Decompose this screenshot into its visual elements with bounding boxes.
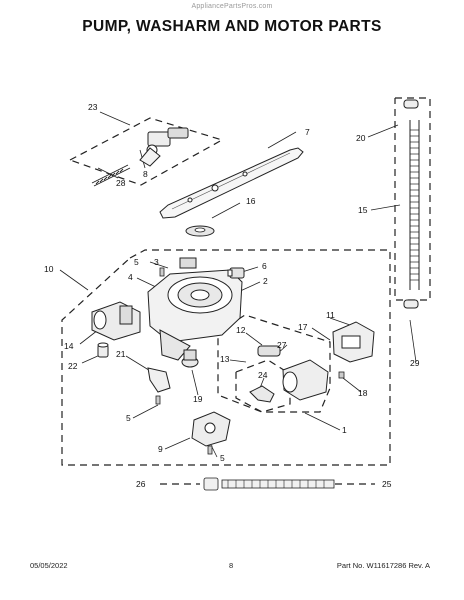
callout-9: 9 (158, 444, 163, 454)
callout-17: 17 (298, 322, 308, 332)
callout-26: 26 (136, 479, 146, 489)
callout-21: 21 (116, 349, 126, 359)
callout-3: 3 (154, 257, 159, 267)
callout-27: 27 (277, 340, 287, 350)
screw (338, 371, 345, 379)
callout-7: 7 (305, 127, 310, 137)
diverter-rod (91, 164, 131, 187)
pump-seal-27 (257, 345, 281, 357)
callout-5c: 5 (220, 453, 225, 463)
callout-18: 18 (358, 388, 368, 398)
callout-16: 16 (246, 196, 256, 206)
callout-4: 4 (128, 272, 133, 282)
callout-5a: 5 (134, 257, 139, 267)
source-watermark: AppliancePartsPros.com (191, 3, 273, 10)
footer-date: 05/05/2022 (30, 561, 68, 570)
callout-13: 13 (220, 354, 230, 364)
hose-outline (394, 97, 431, 301)
callout-15: 15 (358, 205, 368, 215)
elbow-24 (249, 385, 275, 403)
callout-23: 23 (88, 102, 98, 112)
callout-14: 14 (64, 341, 74, 351)
callout-10: 10 (44, 264, 54, 274)
group-1-outline (217, 314, 331, 413)
callout-19: 19 (193, 394, 203, 404)
footer-page-number: 8 (229, 561, 234, 570)
part-25-strip (221, 479, 335, 489)
callout-1: 1 (342, 425, 347, 435)
callout-28: 28 (116, 178, 126, 188)
group-23-outline (69, 117, 224, 186)
callout-6: 6 (262, 261, 267, 271)
wash-arm (159, 147, 304, 219)
hose-clamp-bottom (403, 299, 419, 309)
footer-part-number: Part No. W11617286 Rev. A (336, 561, 430, 570)
callout-2: 2 (263, 276, 268, 286)
callout-20: 20 (356, 133, 366, 143)
callout-29: 29 (410, 358, 420, 368)
diverter-motor (147, 131, 171, 147)
callout-25: 25 (382, 479, 392, 489)
callout-12: 12 (236, 325, 246, 335)
callout-5b: 5 (126, 413, 131, 423)
callout-11: 11 (326, 310, 335, 320)
bracket-21 (147, 367, 171, 393)
group-24-outline (235, 359, 291, 413)
part-26 (203, 477, 219, 491)
page-title: PUMP, WASHARM AND MOTOR PARTS (82, 18, 382, 35)
screw (159, 267, 165, 277)
callout-8: 8 (143, 169, 148, 179)
group-10-outline (61, 249, 391, 466)
screw (155, 395, 161, 405)
hose-clamp-top (403, 99, 419, 109)
callout-22: 22 (68, 361, 78, 371)
callout-24: 24 (258, 370, 268, 380)
screw (207, 445, 213, 455)
